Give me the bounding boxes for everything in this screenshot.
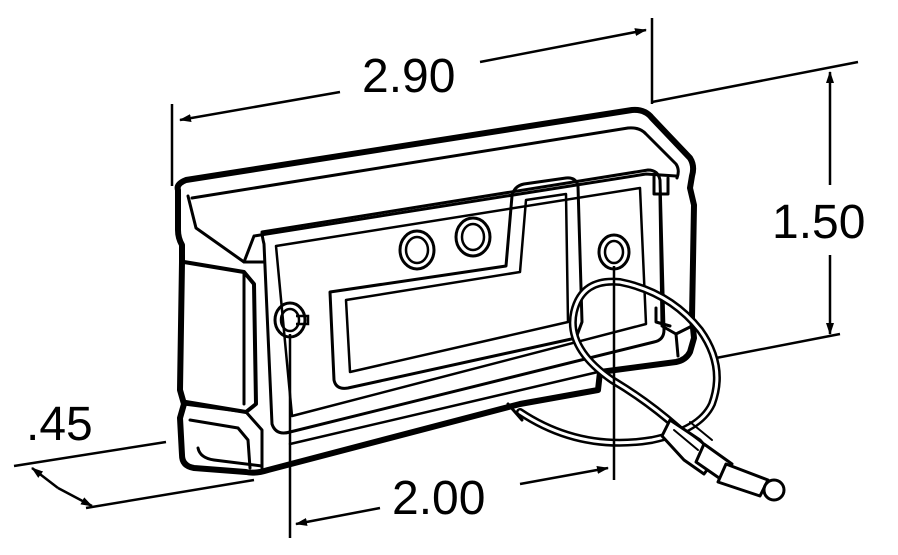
mount-hole-right (597, 233, 631, 271)
mount-hole-left (273, 301, 310, 339)
housing-outline (174, 106, 697, 476)
center-hole-2 (454, 216, 492, 258)
height-dimension (651, 60, 859, 360)
center-hole-1 (398, 229, 436, 271)
wire-lead (506, 277, 786, 502)
lens-window (328, 176, 584, 390)
width-label: 2.90 (362, 50, 455, 103)
depth-label: .45 (26, 398, 93, 451)
hole-spacing-dimension (288, 266, 616, 538)
right-mount-tab (652, 174, 670, 196)
height-label: 1.50 (772, 196, 865, 249)
depth-dimension (13, 440, 255, 510)
wire-loop (516, 277, 721, 447)
bullet-plug (660, 418, 786, 502)
lamp-housing (174, 106, 697, 476)
hole-spacing-label: 2.00 (392, 472, 485, 525)
lens-rim (260, 168, 666, 435)
dimension-lines (13, 18, 859, 538)
width-dimension (170, 18, 654, 186)
